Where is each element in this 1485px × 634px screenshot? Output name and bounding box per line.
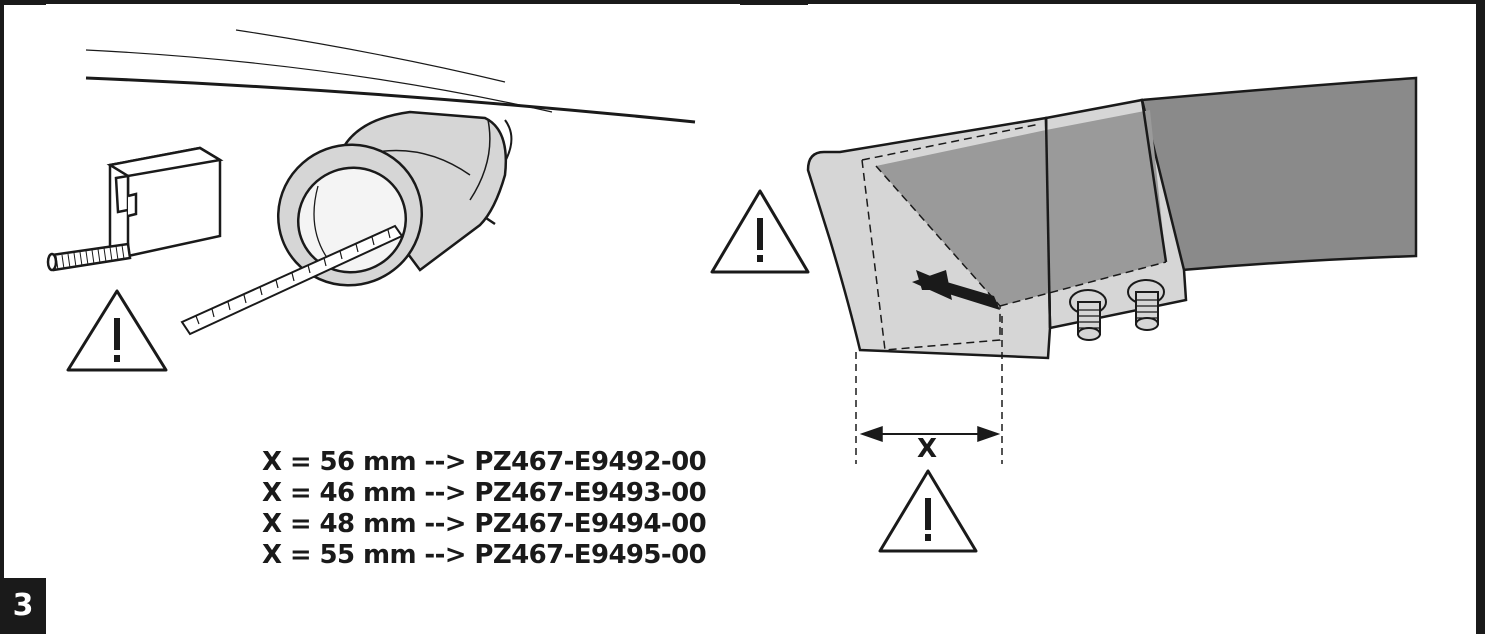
vehicle-underbody xyxy=(85,29,696,171)
tape-measure-icon xyxy=(46,146,224,272)
list-item: X = 55 mm --> PZ467-E9495-00 xyxy=(262,540,707,570)
top-left-tab xyxy=(0,0,46,5)
exhaust-pipe-icon xyxy=(276,110,507,287)
warning-icon xyxy=(66,289,168,372)
warning-icon xyxy=(878,469,978,553)
warning-icon xyxy=(710,189,810,274)
rear-diffuser-icon xyxy=(806,98,1188,360)
dimension-x xyxy=(855,316,1003,464)
measuring-tape-strip xyxy=(180,224,404,336)
part-number-list: X = 56 mm --> PZ467-E9492-00 X = 46 mm -… xyxy=(262,447,707,571)
bumper-band xyxy=(1140,76,1418,272)
mounting-studs xyxy=(1069,279,1165,341)
right-edge-bar xyxy=(1476,0,1485,634)
list-item: X = 46 mm --> PZ467-E9493-00 xyxy=(262,478,707,508)
step-number-badge: 3 xyxy=(0,578,46,634)
list-item: X = 56 mm --> PZ467-E9492-00 xyxy=(262,447,707,477)
list-item: X = 48 mm --> PZ467-E9494-00 xyxy=(262,509,707,539)
top-mid-tab xyxy=(740,0,808,5)
dimension-x-label: X xyxy=(916,434,938,464)
